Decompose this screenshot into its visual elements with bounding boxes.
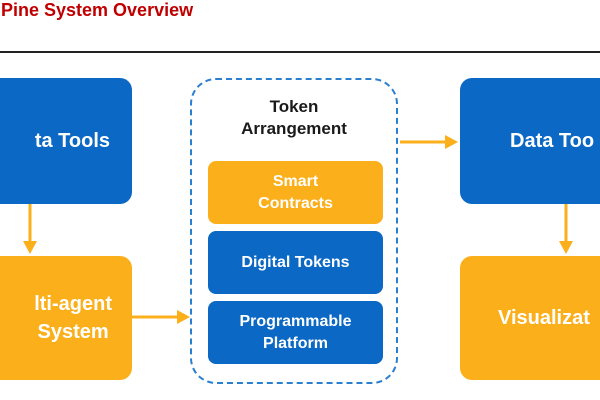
smart-contracts-line2: Contracts	[258, 194, 333, 212]
smart-contracts-line1: Smart	[272, 172, 319, 190]
multi-agent-label-line1: lti-agent	[34, 293, 112, 315]
right-data-tools-box: Data Too	[460, 78, 600, 204]
token-arrangement-group	[190, 78, 398, 384]
right-data-tools-label: Data Too	[510, 129, 595, 152]
visualization-label: Visualizat	[498, 306, 590, 329]
page-title: t Pine System Overview	[0, 0, 194, 20]
multi-agent-system-box: lti-agent System	[0, 256, 132, 380]
arrow-left-to-group	[132, 310, 190, 324]
token-arrangement-title: Token Arrangement	[190, 96, 398, 140]
arrow-left-down	[23, 204, 37, 254]
smart-contracts-box: Smart Contracts	[208, 161, 383, 224]
digital-tokens-box: Digital Tokens	[208, 231, 383, 294]
arrow-right-down	[559, 204, 573, 254]
group-title-line2: Arrangement	[241, 119, 347, 139]
programmable-platform-line2: Platform	[263, 334, 328, 352]
arrow-group-to-right	[400, 135, 458, 149]
visualization-box: Visualizat	[460, 256, 600, 380]
programmable-platform-box: Programmable Platform	[208, 301, 383, 364]
left-data-tools-box: ta Tools	[0, 78, 132, 204]
group-title-line1: Token	[269, 97, 319, 116]
left-data-tools-label: ta Tools	[34, 129, 110, 152]
multi-agent-label-line2: System	[37, 321, 109, 343]
title-divider	[0, 51, 600, 53]
digital-tokens-label: Digital Tokens	[241, 253, 350, 271]
programmable-platform-line1: Programmable	[239, 312, 352, 330]
